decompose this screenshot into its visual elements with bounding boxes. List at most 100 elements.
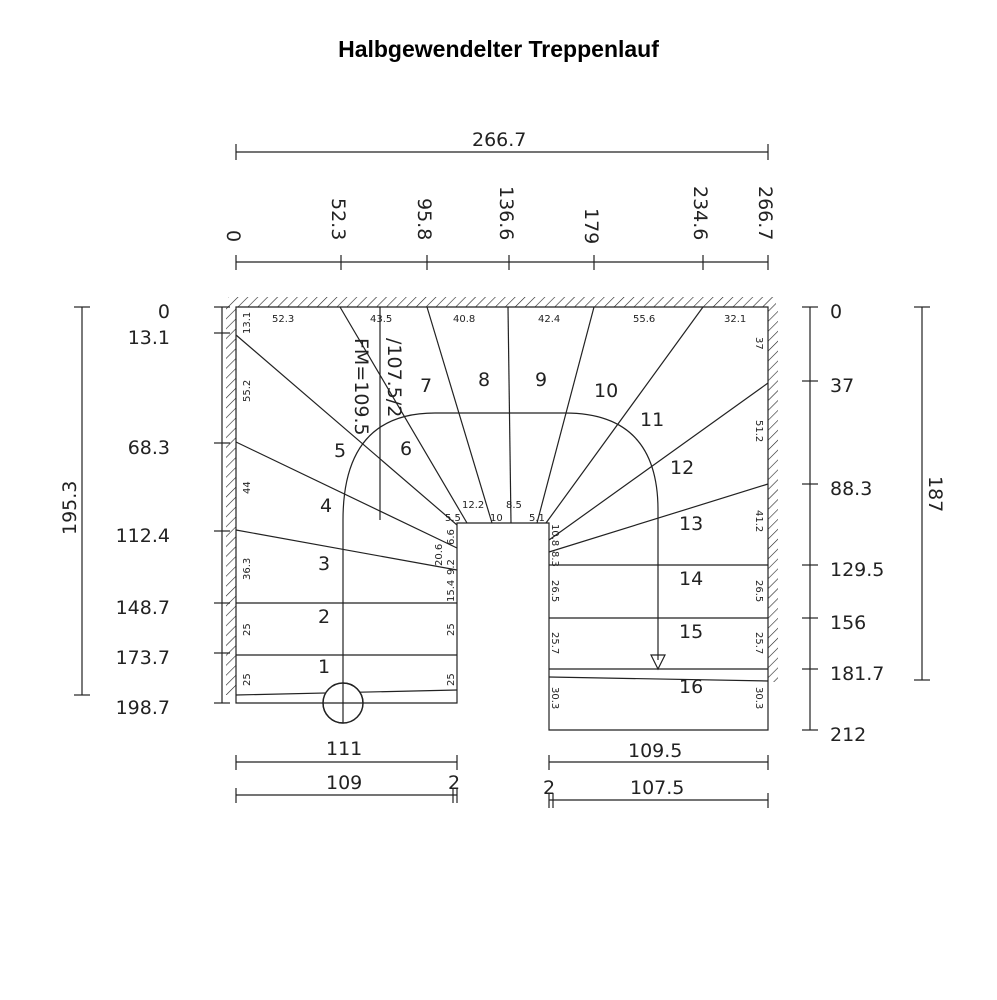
tread-label: 55.6 xyxy=(633,314,655,325)
dimension-label: 173.7 xyxy=(116,647,170,669)
tread-label: 25 xyxy=(446,623,457,636)
tread-label: 32.1 xyxy=(724,314,746,325)
tread-label: 20.6 xyxy=(434,544,445,566)
dimension-label: 107.5 xyxy=(630,777,684,799)
walking-line xyxy=(342,412,659,703)
tread-label: 10.8 xyxy=(549,524,560,546)
inner-top-labels: 5.5 12.2 10 8.5 5.1 xyxy=(445,500,545,524)
tread-label: 15.4 xyxy=(446,580,457,602)
step-number: 10 xyxy=(594,380,618,402)
dimension-label: 0 xyxy=(158,301,170,323)
dimension-label: 13.1 xyxy=(128,327,170,349)
step-numbers: 1 2 3 4 5 6 7 8 9 10 11 12 13 14 15 16 xyxy=(318,369,703,698)
step-number: 9 xyxy=(535,369,547,391)
wall-right-labels: 37 51.2 41.2 26.5 25.7 30.3 xyxy=(753,337,764,709)
wall-top-hatch xyxy=(228,297,776,307)
dimension-label: 266.7 xyxy=(472,129,526,151)
wall-left-labels: 13.1 55.2 44 36.3 25 25 xyxy=(242,312,253,686)
wall-right-hatch xyxy=(768,307,778,682)
step-number: 12 xyxy=(670,457,694,479)
step-number: 14 xyxy=(679,568,703,590)
tread-label: 8.5 xyxy=(506,500,522,511)
inner-left-labels: 6.6 20.6 9.2 15.4 25 25 xyxy=(434,529,457,686)
tread-label: 52.3 xyxy=(272,314,294,325)
dimension-label: 111 xyxy=(326,738,362,760)
wall-left-hatch xyxy=(226,307,236,695)
tread-label: 25.7 xyxy=(549,632,560,654)
walking-line-arrow xyxy=(650,654,666,671)
tread-label: 8.3 xyxy=(549,551,560,567)
tread-label: 25 xyxy=(242,673,253,686)
dimension-label: 129.5 xyxy=(830,559,884,581)
tread-label: 12.2 xyxy=(462,500,484,511)
tread-label: 5.1 xyxy=(529,513,545,524)
tread-label: 30.3 xyxy=(549,687,560,709)
dimension-label: 2 xyxy=(448,772,460,794)
wall-top-labels: 52.3 43.5 40.8 42.4 55.6 32.1 xyxy=(272,314,746,325)
dimension-label: 198.7 xyxy=(116,697,170,719)
step-number: 3 xyxy=(318,553,330,575)
dimension-label: 156 xyxy=(830,612,866,634)
step-number: 7 xyxy=(420,375,432,397)
dimension-label: 109 xyxy=(326,772,362,794)
tread-label: 43.5 xyxy=(370,314,392,325)
step-number: 1 xyxy=(318,656,330,678)
tread-label: 9.2 xyxy=(446,559,457,575)
tread-label: 40.8 xyxy=(453,314,475,325)
step-number: 5 xyxy=(334,440,346,462)
step-number: 15 xyxy=(679,621,703,643)
tread-label: 25.7 xyxy=(753,632,764,654)
step-number: 4 xyxy=(320,495,332,517)
tread-label: 36.3 xyxy=(242,558,253,580)
tread-label: 41.2 xyxy=(753,510,764,532)
step-number: 13 xyxy=(679,513,703,535)
dimension-label: 136.6 xyxy=(495,186,517,240)
dimension-label: 2 xyxy=(543,777,555,799)
tread-label: 51.2 xyxy=(753,420,764,442)
step-number: 16 xyxy=(679,676,703,698)
step-number: 6 xyxy=(400,438,412,460)
inner-right-labels: 10.8 8.3 26.5 25.7 30.3 xyxy=(549,524,560,709)
dimension-label: 95.8 xyxy=(413,198,435,240)
tread-label: 30.3 xyxy=(753,687,764,709)
tread-label: 6.6 xyxy=(446,529,457,545)
dimension-label: 187 xyxy=(924,476,946,512)
bottom-dimensions: 111 109 2 109.5 107.5 2 xyxy=(235,738,769,808)
dimension-label: 181.7 xyxy=(830,663,884,685)
dimension-label: 234.6 xyxy=(689,186,711,240)
dimension-label: 88.3 xyxy=(830,478,872,500)
dimension-label: 266.7 xyxy=(754,186,776,240)
step-number: 8 xyxy=(478,369,490,391)
tread-label: 13.1 xyxy=(242,312,253,334)
tread-label: 55.2 xyxy=(242,380,253,402)
tread-label: 10 xyxy=(490,513,503,524)
dimension-label: 52.3 xyxy=(327,198,349,240)
tread-label: 25 xyxy=(446,673,457,686)
start-marker-icon xyxy=(322,682,364,724)
stair-outline xyxy=(235,306,769,731)
tread-label: 26.5 xyxy=(549,580,560,602)
tread-label: 42.4 xyxy=(538,314,560,325)
dimension-label: 68.3 xyxy=(128,437,170,459)
step-number: 2 xyxy=(318,606,330,628)
dimension-label: 195.3 xyxy=(59,481,81,535)
tread-label: 5.5 xyxy=(445,513,461,524)
tread-label: 44 xyxy=(242,481,253,494)
left-dimensions: 0 13.1 68.3 112.4 148.7 173.7 198.7 195.… xyxy=(59,301,230,719)
right-dimensions: 0 37 88.3 129.5 156 181.7 212 187 xyxy=(802,301,946,746)
dimension-label: 179 xyxy=(580,208,602,244)
step-number: 11 xyxy=(640,409,664,431)
dimension-label: 212 xyxy=(830,724,866,746)
fm-half-label: /107.5/2 xyxy=(383,338,405,417)
fm-label: FM=109.5 xyxy=(350,338,372,436)
dimension-label: 37 xyxy=(830,375,854,397)
dimension-label: 0 xyxy=(222,230,244,242)
tread-label: 25 xyxy=(242,623,253,636)
drawing-title: Halbgewendelter Treppenlauf xyxy=(338,36,659,62)
dimension-label: 0 xyxy=(830,301,842,323)
tread-label: 26.5 xyxy=(753,580,764,602)
top-dimensions: 266.7 0 52.3 95.8 136.6 179 234.6 266.7 xyxy=(222,129,776,270)
dimension-label: 148.7 xyxy=(116,597,170,619)
